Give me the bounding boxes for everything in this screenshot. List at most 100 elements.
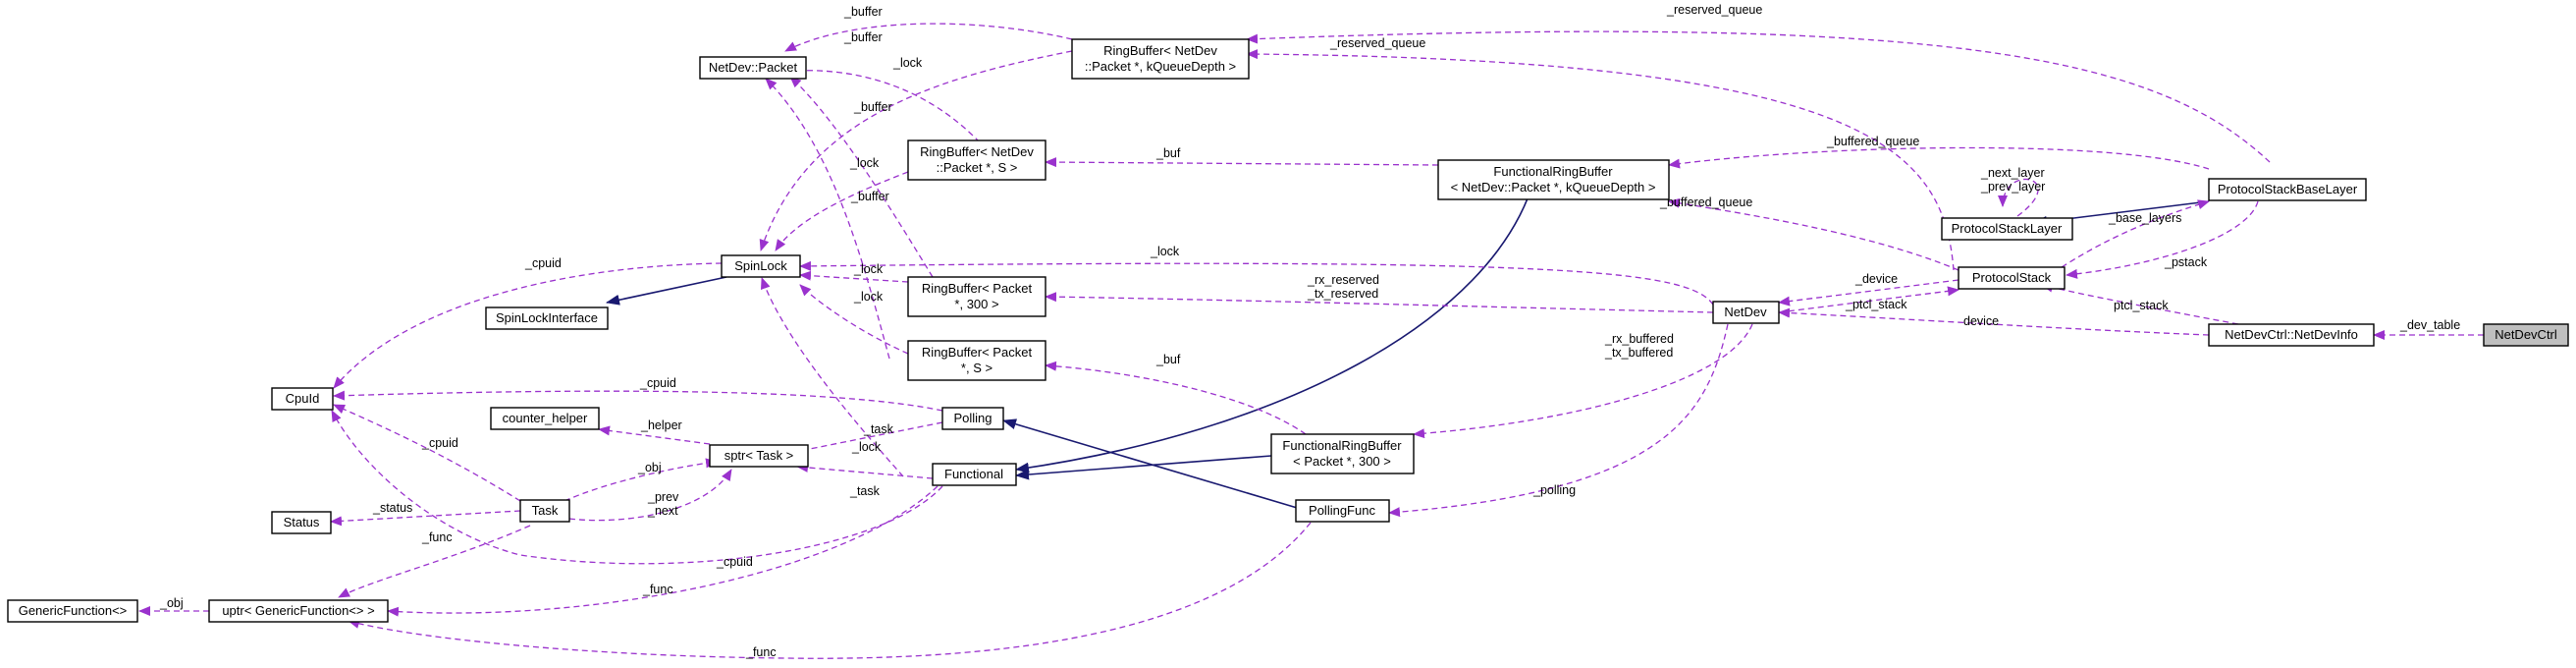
node-label: ProtocolStackBaseLayer [2218,182,2358,196]
label-base-layers: _base_layers [2108,211,2181,225]
nodes: NetDev::Packet RingBuffer< NetDev ::Pack… [7,38,2569,623]
edge-labels: _buffer _buffer _buffer _buffer _lock _l… [159,3,2460,659]
node-label-line-1: RingBuffer< NetDev [920,144,1034,159]
node-netdevctrl[interactable]: NetDevCtrl [2483,323,2569,347]
label-lock-6: _lock [851,440,882,454]
node-spinlock[interactable]: SpinLock [721,254,801,278]
node-netdevctrl-netdevinfo[interactable]: NetDevCtrl::NetDevInfo [2208,323,2375,347]
node-label-line-1: FunctionalRingBuffer [1282,438,1402,453]
edge-rx-tx-buffered [1413,323,1753,439]
node-ringbuffer-packet-300[interactable]: RingBuffer< Packet *, 300 > [907,276,1046,317]
node-label: NetDevCtrl::NetDevInfo [2225,327,2358,342]
inherit-spinlock-spinlockinterface [606,276,727,306]
node-genericfunction[interactable]: GenericFunction<> [7,599,138,623]
label-lock-1: _lock [892,56,923,70]
edge-pstack [2066,200,2259,279]
node-label: Task [532,503,559,518]
node-label: NetDevCtrl [2495,327,2557,342]
node-protocolstackbaselayer[interactable]: ProtocolStackBaseLayer [2208,178,2367,201]
node-label: PollingFunc [1309,503,1375,518]
node-task[interactable]: Task [519,499,570,523]
node-label-line-1: RingBuffer< Packet [922,345,1033,360]
node-ringbuffer-packet-s[interactable]: RingBuffer< Packet *, S > [907,340,1046,381]
label-buffer-1: _buffer [843,5,883,19]
edge-cpuid-task [333,404,521,502]
edge-lock-netdev [799,260,1714,306]
label-reserved-queue-1: _reserved_queue [1666,3,1762,17]
label-func-1: _func [421,530,453,544]
node-label-line-1: RingBuffer< NetDev [1103,43,1217,58]
node-label: GenericFunction<> [19,603,128,618]
node-status[interactable]: Status [271,511,332,534]
node-label: CpuId [286,391,320,406]
node-label: Polling [953,411,992,425]
edge-rx-tx-reserved [1045,292,1714,313]
node-protocolstack[interactable]: ProtocolStack [1958,266,2066,290]
node-polling[interactable]: Polling [941,407,1004,430]
node-pollingfunc[interactable]: PollingFunc [1295,499,1390,523]
edge-buffered-queue-ps [1668,197,1959,271]
edge-lock-rb-packet-300 [799,270,909,283]
label-rx-buffered: _rx_buffered [1604,332,1674,346]
node-label: sptr< Task > [724,448,794,463]
edge-lock-rb-packet-s [799,284,909,355]
label-lock-2: _lock [849,156,880,170]
node-spinlockinterface[interactable]: SpinLockInterface [485,306,609,330]
node-functionalringbuffer-packet-300[interactable]: FunctionalRingBuffer < Packet *, 300 > [1270,433,1415,474]
label-pstack: _pstack [2164,255,2208,269]
label-func-2: _func [642,583,673,596]
node-sptr-task[interactable]: sptr< Task > [709,444,809,468]
label-buffer-3: _buffer [853,100,892,114]
label-lock-3: _lock [1150,245,1180,258]
node-ringbuffer-netdev-s[interactable]: RingBuffer< NetDev ::Packet *, S > [907,139,1046,181]
edge-polling [1388,323,1729,518]
edge-ptcl-stack-netdev-ps [1778,286,1959,313]
edge-buffer-rb-packet-300 [789,76,934,278]
node-protocolstacklayer[interactable]: ProtocolStackLayer [1941,217,2073,241]
label-cpuid-3: _cpuid [421,436,458,450]
label-task-1: _task [863,422,894,436]
edge-reserved-queue-psbl [1246,30,2271,163]
node-ringbuffer-netdev-kqueuedepth[interactable]: RingBuffer< NetDev ::Packet *, kQueueDep… [1071,38,1250,80]
node-counter-helper[interactable]: counter_helper [490,407,600,430]
label-status: _status [372,501,412,515]
label-buffered-queue-1: _buffered_queue [1826,135,1919,148]
node-label: Status [284,515,320,529]
edge-func-pollingfunc [348,522,1312,659]
node-netdev[interactable]: NetDev [1712,301,1780,324]
node-label-line-2: < Packet *, 300 > [1293,454,1391,469]
edges [138,23,2484,659]
edge-cpuid-spinlock [333,262,723,389]
label-cpuid-1: _cpuid [524,256,562,270]
node-netdev-packet[interactable]: NetDev::Packet [699,56,807,80]
node-label: uptr< GenericFunction<> > [222,603,374,618]
label-cpuid-4: _cpuid [716,555,753,569]
node-functionalringbuffer-netdev-kqueuedepth[interactable]: FunctionalRingBuffer < NetDev::Packet *,… [1437,159,1670,200]
node-label: counter_helper [503,411,588,425]
node-uptr-genericfunction[interactable]: uptr< GenericFunction<> > [208,599,389,623]
edge-buffer-rb-packet-s [765,78,890,360]
edge-task-functional [796,462,934,479]
node-label: SpinLockInterface [496,310,598,325]
edge-prev-next [568,469,732,522]
node-cpuid[interactable]: CpuId [271,387,334,411]
inherit-frb-netdev-functional [1015,178,1535,473]
edge-func-functional [387,485,939,617]
label-func-3: _func [745,645,777,659]
node-functional[interactable]: Functional [932,463,1017,486]
edge-device-info-netdev [1778,307,2210,336]
node-label-line-2: ::Packet *, kQueueDepth > [1085,59,1236,74]
edge-buffer-rb-netdev-kq [784,23,1073,52]
label-next-layer: _next_layer [1980,166,2045,180]
node-label-line-1: RingBuffer< Packet [922,281,1033,296]
edge-status [330,510,521,527]
label-prev: _prev [647,490,679,504]
label-buffered-queue-2: _buffered_queue [1659,195,1752,209]
inherit-frb-packet-functional [1015,455,1272,480]
label-rx-reserved: _rx_reserved [1307,273,1379,287]
edge-func-task [338,525,531,598]
label-buffer-2: _buffer [843,30,883,44]
edge-lock-rb-netdev-kq [759,50,1073,251]
edge-helper [598,425,711,445]
label-buf-2: _buf [1155,353,1181,366]
